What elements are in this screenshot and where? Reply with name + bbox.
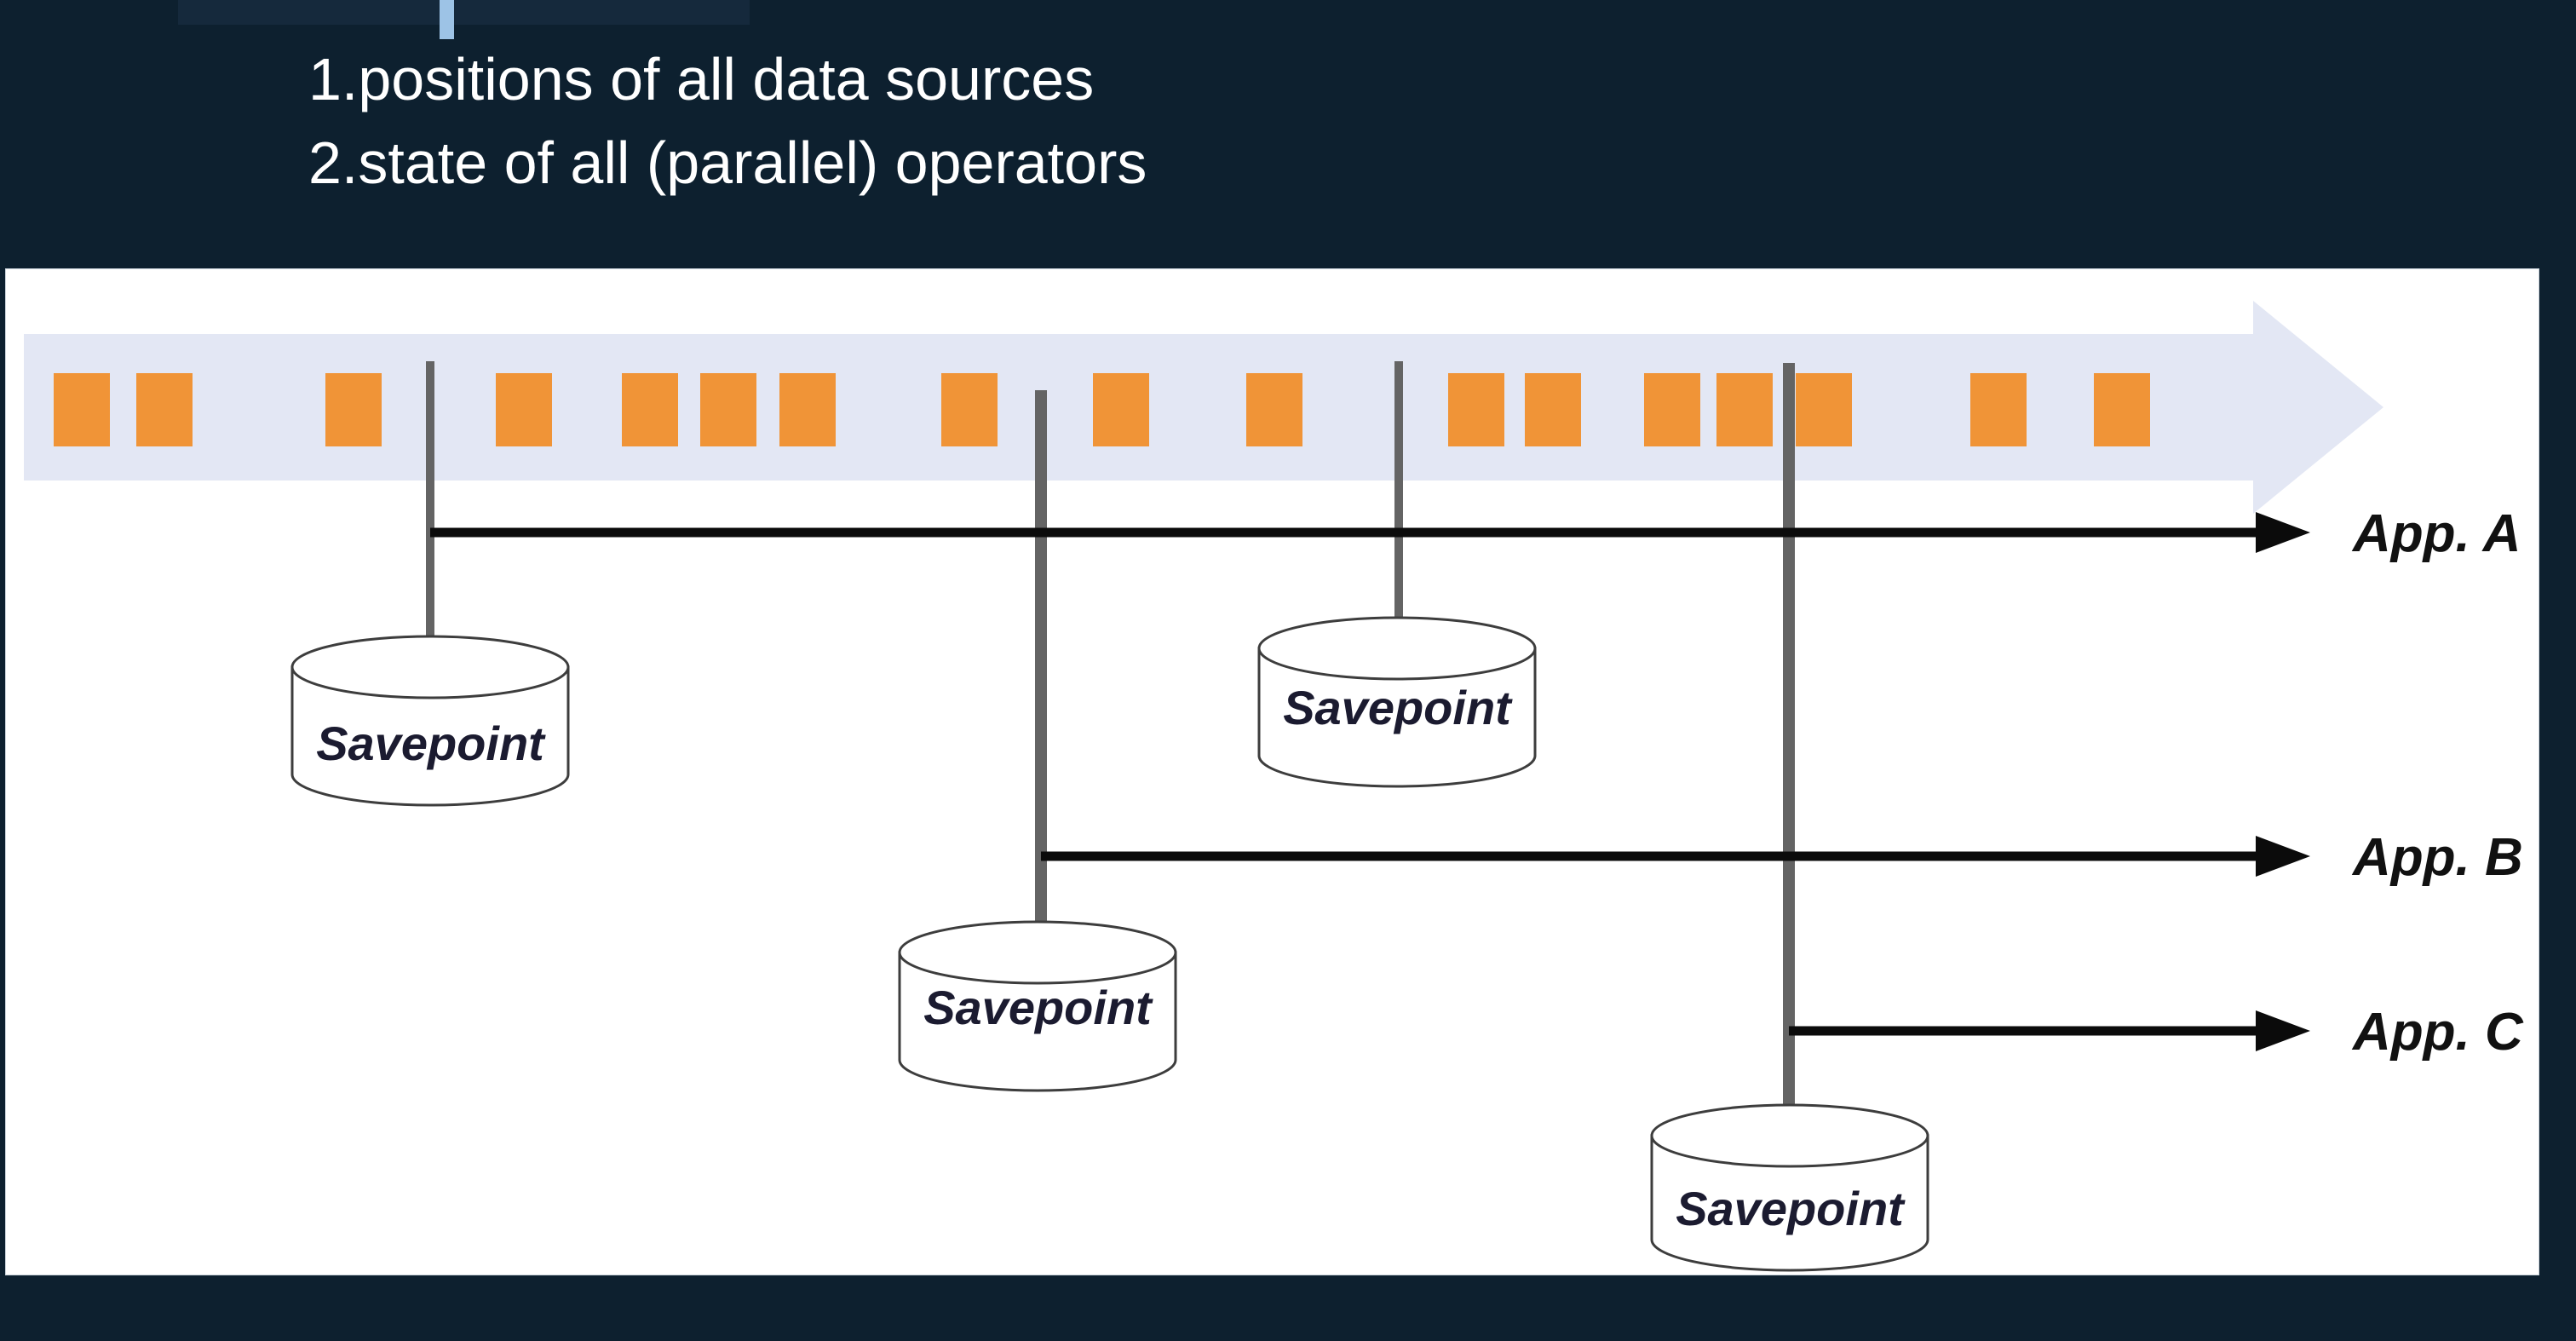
text-cursor-bar (440, 0, 454, 39)
app-b-label: App. B (2351, 828, 2523, 887)
cylinder-body (898, 951, 1177, 1092)
heading-line-1: 1.positions of all data sources (308, 46, 1095, 112)
heading-list: 1.positions of all data sources 2.state … (308, 37, 1147, 204)
cylinder-top (290, 635, 570, 699)
app-c-arrowhead-icon (2256, 1010, 2310, 1051)
stream-event-square (1970, 373, 2027, 446)
stream-event-square (1093, 373, 1149, 446)
cylinder-top (1650, 1103, 1929, 1168)
stream-event-square (941, 373, 998, 446)
stream-event-square (496, 373, 552, 446)
savepoint-label: Savepoint (1283, 681, 1513, 734)
cylinder-body (1257, 647, 1537, 788)
stream-arrow-head (2253, 301, 2383, 514)
savepoint-label: Savepoint (316, 717, 546, 770)
app-a-arrowhead-icon (2256, 512, 2310, 553)
cylinder-top (898, 920, 1177, 985)
app-a-label: App. A (2351, 504, 2521, 563)
heading-line-2: 2.state of all (parallel) operators (308, 129, 1147, 196)
savepoint-connector-lines (426, 361, 1795, 1109)
app-c-label: App. C (2351, 1003, 2524, 1062)
app-b-arrowhead-icon (2256, 836, 2310, 877)
stream-event-square (1525, 373, 1581, 446)
savepoint-cylinder-4: Savepoint (1650, 1103, 1929, 1272)
stream-event-square (325, 373, 382, 446)
savepoint-label: Savepoint (923, 981, 1153, 1034)
stream-event-square (622, 373, 678, 446)
savepoint-label: Savepoint (1676, 1182, 1906, 1235)
stream-event-square (779, 373, 836, 446)
stream-event-square (1246, 373, 1302, 446)
savepoint-cylinder-3: Savepoint (1257, 616, 1537, 788)
stream-event-square (136, 373, 193, 446)
stream-event-square (1644, 373, 1700, 446)
cylinder-body (290, 665, 570, 807)
stream-event-square (54, 373, 110, 446)
cylinder-body (1650, 1134, 1929, 1272)
savepoint-cylinder-1: Savepoint (290, 635, 570, 807)
stream-event-square (2094, 373, 2150, 446)
stream-event-square (700, 373, 756, 446)
cylinder-top (1257, 616, 1537, 681)
stream-event-square (1448, 373, 1504, 446)
stream-event-square (1716, 373, 1773, 446)
stream-event-square (1796, 373, 1852, 446)
stream-squares (54, 373, 2150, 446)
app-timelines (430, 512, 2310, 1051)
cropped-title-placeholder (178, 0, 750, 25)
savepoint-cylinder-2: Savepoint (898, 920, 1177, 1092)
